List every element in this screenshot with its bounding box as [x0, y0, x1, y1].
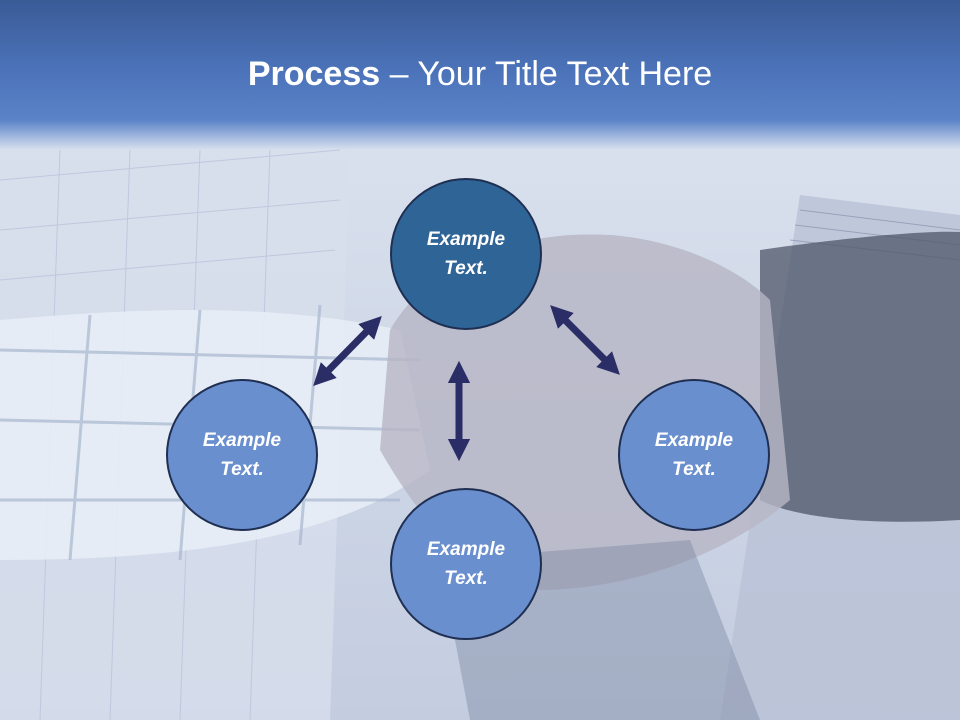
process-node-bottom[interactable]: Example Text.	[390, 488, 542, 640]
arrow-top-left	[313, 316, 382, 386]
process-node-label: Example Text.	[654, 430, 734, 480]
process-node-right[interactable]: Example Text.	[618, 379, 770, 531]
title-bar: Process – Your Title Text Here	[0, 0, 960, 150]
title-bold-part: Process	[247, 55, 381, 93]
title-regular-part: – Your Title Text Here	[380, 55, 713, 93]
process-node-left[interactable]: Example Text.	[166, 379, 318, 531]
process-node-label: Example Text.	[202, 430, 282, 480]
process-node-top[interactable]: Example Text.	[390, 178, 542, 330]
process-node-label: Example Text.	[426, 229, 506, 279]
arrow-top-right	[550, 305, 620, 375]
process-node-label: Example Text.	[426, 539, 506, 589]
right-sleeve-shape	[760, 231, 960, 522]
slide-title[interactable]: Process – Your Title Text Here	[0, 52, 960, 96]
